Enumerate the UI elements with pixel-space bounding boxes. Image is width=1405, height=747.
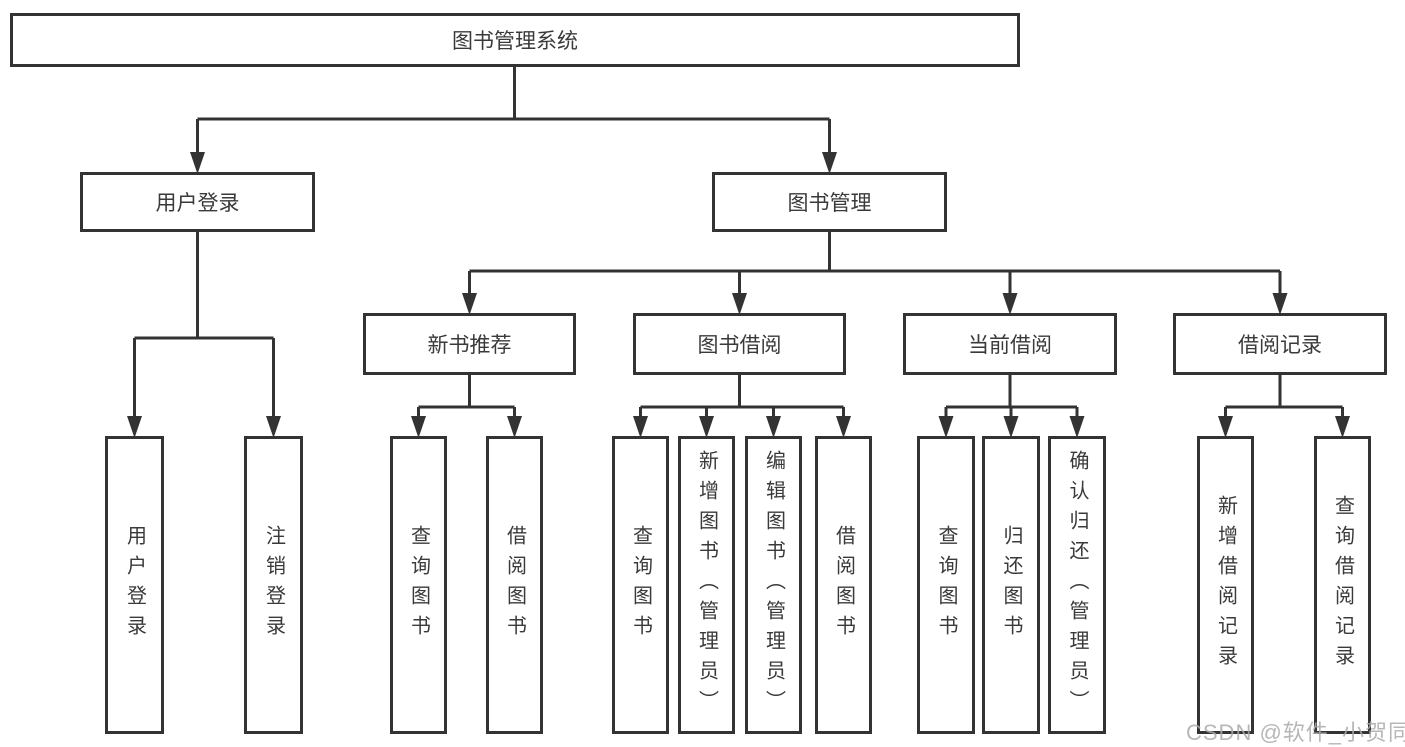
arrow-down-icon	[462, 293, 477, 315]
leaf-label: 编辑图书（管理员）	[762, 450, 785, 720]
arrow-down-icon	[127, 416, 142, 438]
leaf-add-borrow-record: 新增借阅记录	[1197, 436, 1254, 734]
connector-sec0-to-leaves	[417, 375, 516, 420]
watermark: CSDN @软件_小贺同学	[1186, 720, 1405, 745]
node-user-login: 用户登录	[80, 172, 315, 232]
arrow-down-icon	[1218, 416, 1233, 438]
arrow-down-icon	[699, 416, 714, 438]
leaf-label: 借阅图书	[503, 525, 526, 645]
node-label: 图书管理系统	[452, 30, 578, 53]
connector-bookmgmt-to-level3	[468, 232, 1282, 297]
connector-userlogin-to-leaves	[133, 232, 275, 420]
arrow-down-icon	[411, 416, 426, 438]
leaf-query-books: 查询图书	[917, 436, 975, 734]
node-label: 用户登录	[155, 192, 240, 215]
arrow-down-icon	[1002, 293, 1018, 315]
node-label: 当前借阅	[968, 334, 1052, 357]
arrow-down-icon	[836, 416, 851, 438]
arrow-down-icon	[190, 152, 205, 174]
node-new-book-recommendation: 新书推荐	[363, 313, 576, 375]
arrow-down-icon	[507, 416, 522, 438]
leaf-label: 新增借阅记录	[1214, 495, 1237, 675]
node-current-borrowing: 当前借阅	[903, 313, 1117, 375]
leaf-label: 查询借阅记录	[1331, 495, 1354, 675]
node-label: 借阅记录	[1238, 334, 1322, 357]
leaf-label: 查询图书	[935, 525, 957, 645]
arrow-down-icon	[266, 416, 281, 438]
arrow-down-icon	[938, 416, 954, 438]
arrow-down-icon	[1272, 293, 1288, 315]
arrow-down-icon	[732, 293, 747, 315]
leaf-label: 新增图书（管理员）	[695, 450, 718, 720]
leaf-query-books: 查询图书	[612, 436, 669, 734]
node-label: 图书借阅	[697, 334, 782, 357]
leaf-label: 查询图书	[407, 525, 430, 645]
leaf-confirm-return-admin: 确认归还（管理员）	[1048, 436, 1106, 734]
leaf-label: 归还图书	[1000, 525, 1022, 645]
connector-root-to-level2	[196, 67, 831, 156]
connector-sec3-to-leaves	[1224, 375, 1344, 420]
leaf-label: 用户登录	[123, 525, 146, 645]
arrow-down-icon	[1003, 416, 1019, 438]
arrow-down-icon	[1069, 416, 1085, 438]
leaf-edit-books-admin: 编辑图书（管理员）	[745, 436, 802, 734]
arrow-down-icon	[766, 416, 781, 438]
leaf-add-books-admin: 新增图书（管理员）	[678, 436, 735, 734]
leaf-label: 查询图书	[629, 525, 652, 645]
leaf-query-books: 查询图书	[390, 436, 447, 734]
leaf-user-login: 用户登录	[105, 436, 164, 734]
leaf-return-books: 归还图书	[982, 436, 1040, 734]
connector-sec1-to-leaves	[639, 375, 845, 420]
node-library-system: 图书管理系统	[10, 13, 1020, 67]
node-borrowing-records: 借阅记录	[1173, 313, 1387, 375]
leaf-logout: 注销登录	[244, 436, 303, 734]
leaf-borrow-books: 借阅图书	[486, 436, 543, 734]
arrow-down-icon	[822, 152, 837, 174]
leaf-borrow-books: 借阅图书	[815, 436, 872, 734]
leaf-query-borrow-record: 查询借阅记录	[1314, 436, 1371, 734]
leaf-label: 确认归还（管理员）	[1066, 450, 1088, 720]
node-label: 新书推荐	[427, 334, 512, 357]
arrowheads	[127, 152, 1350, 438]
arrow-down-icon	[1335, 416, 1350, 438]
leaf-label: 注销登录	[262, 525, 285, 645]
node-book-management: 图书管理	[712, 172, 947, 232]
connector-sec2-to-leaves	[944, 375, 1079, 420]
leaf-label: 借阅图书	[832, 525, 855, 645]
node-book-borrowing: 图书借阅	[633, 313, 846, 375]
node-label: 图书管理	[787, 192, 872, 215]
arrow-down-icon	[633, 416, 648, 438]
